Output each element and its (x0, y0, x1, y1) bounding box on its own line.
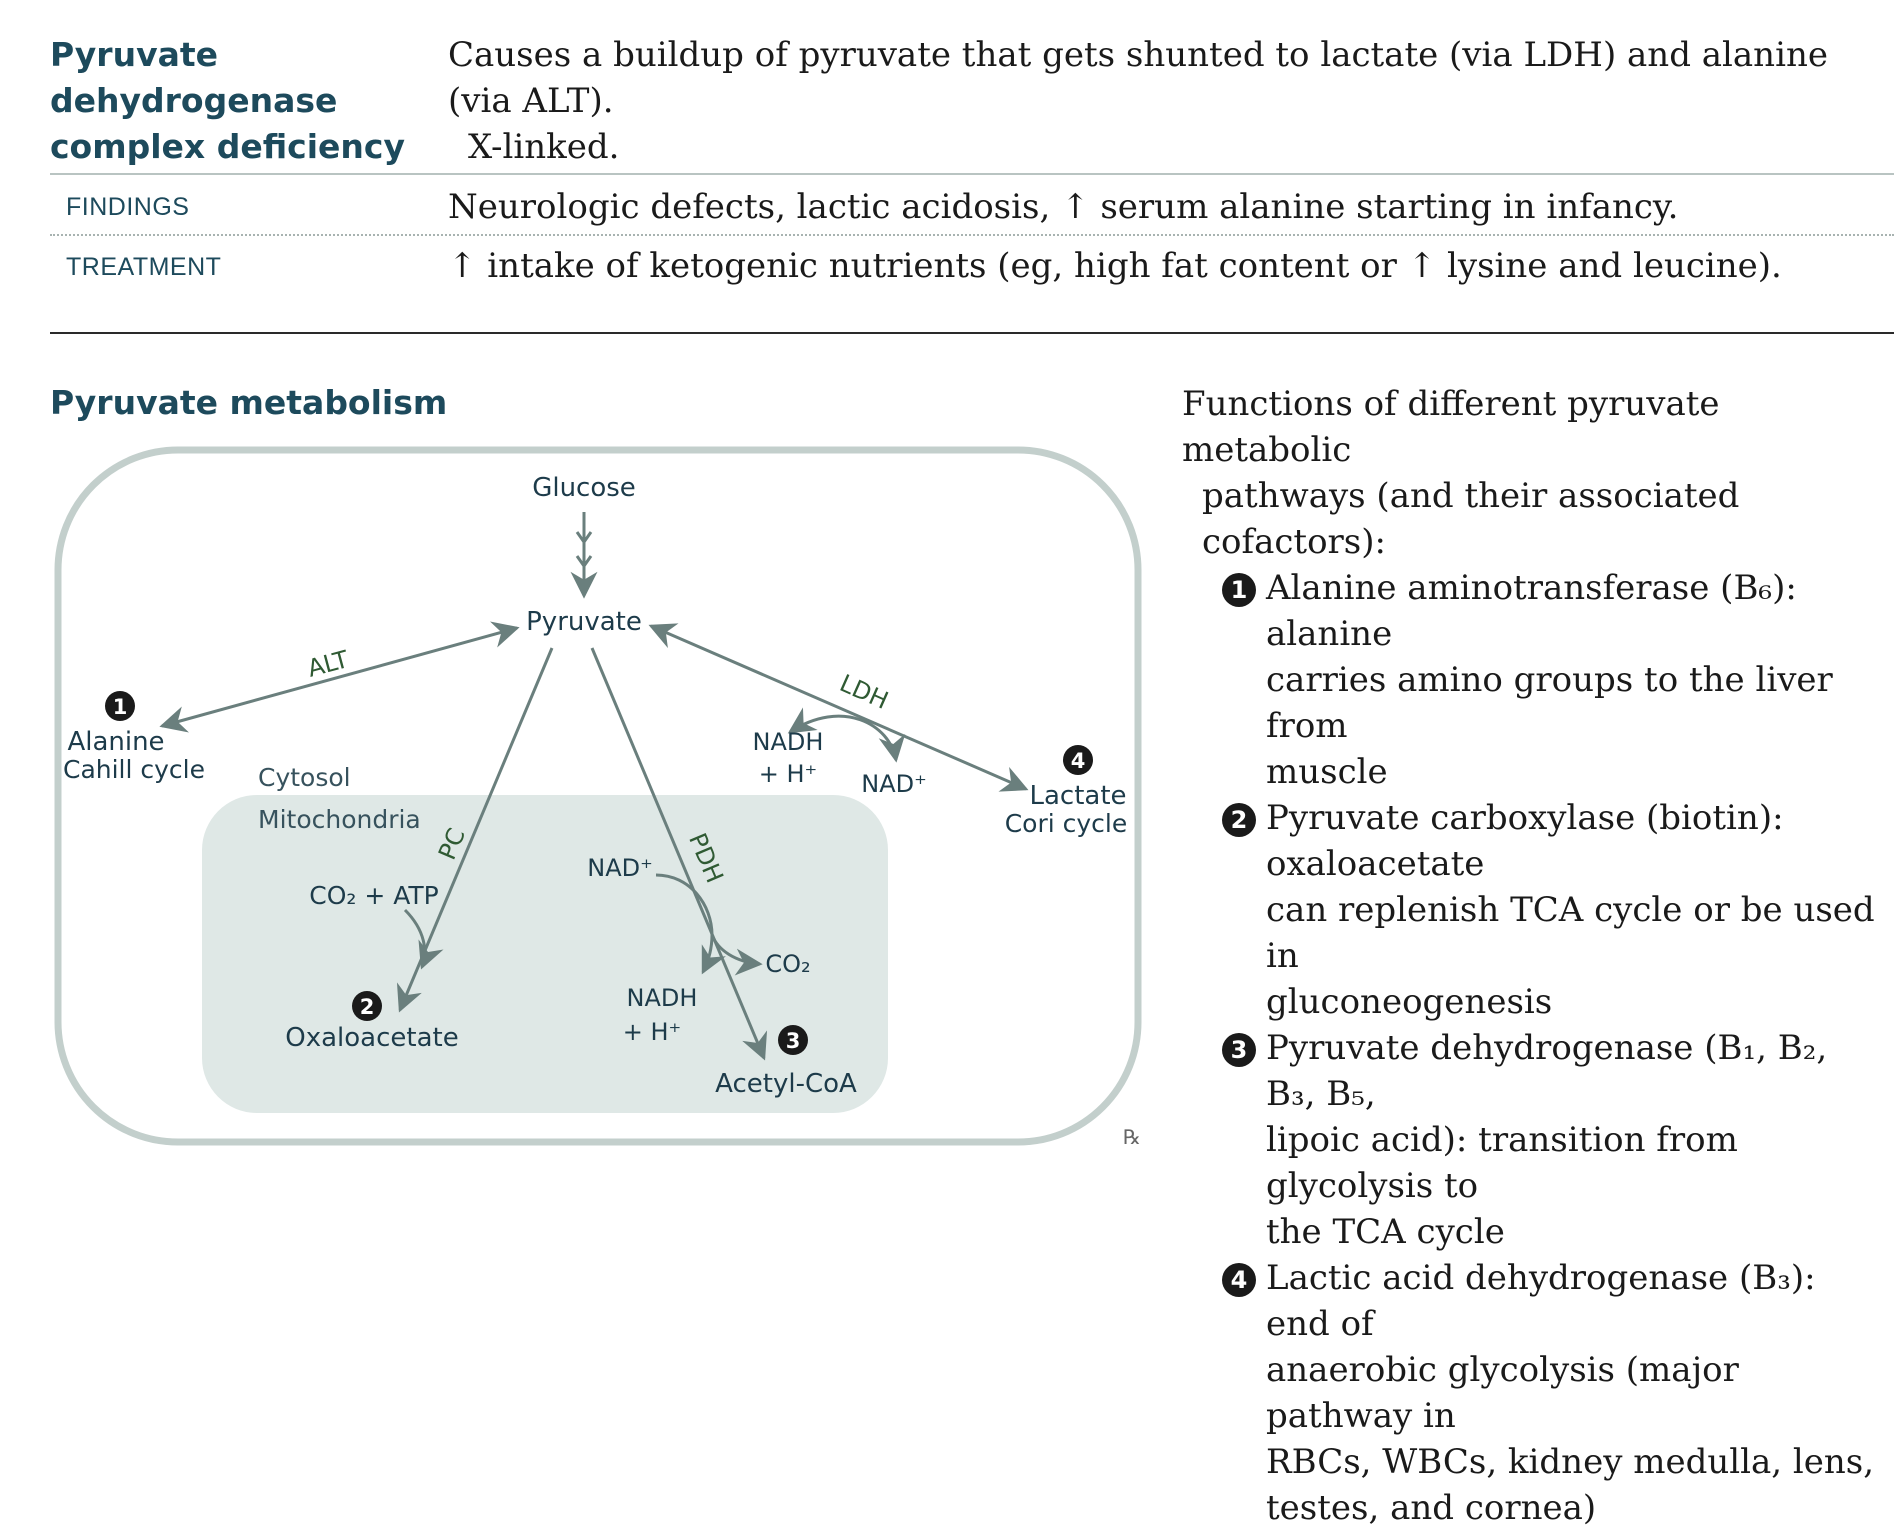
deficiency-title: Pyruvate dehydrogenase complex deficienc… (50, 32, 405, 170)
ldh-h-label: + H⁺ (759, 760, 817, 788)
alt-arrow (159, 621, 520, 733)
rx-symbol: ℞ (1123, 1125, 1141, 1149)
alanine-label: Alanine (67, 727, 164, 757)
acetyl-coa-label: Acetyl-CoA (715, 1069, 857, 1099)
ldh-enzyme-label: LDH (836, 669, 893, 715)
lactate-label: Lactate (1029, 781, 1126, 811)
cytosol-label: Cytosol (258, 763, 351, 792)
description-line-1: Causes a buildup of pyruvate that gets s… (448, 35, 1828, 121)
pdh-nadh-label: NADH (627, 984, 698, 1012)
pdh-arrow (590, 647, 768, 1061)
pdh-co2-curve (710, 934, 763, 976)
step-3-badge: 3 (778, 1025, 808, 1055)
findings-label: FINDINGS (66, 193, 190, 221)
description-line-2: X-linked. (468, 127, 620, 167)
mitochondria-region (202, 795, 888, 1113)
function-3-badge: 3 (1222, 1033, 1256, 1067)
svg-text:1: 1 (113, 695, 128, 719)
pyruvate-label: Pyruvate (526, 607, 642, 637)
function-2-line-2: can replenish TCA cycle or be used in (1266, 890, 1875, 976)
svg-text:3: 3 (786, 1029, 801, 1053)
function-4-line-3: RBCs, WBCs, kidney medulla, lens, (1266, 1442, 1875, 1482)
function-3-line-2: lipoic acid): transition from glycolysis… (1266, 1120, 1738, 1206)
function-4-badge: 4 (1222, 1263, 1256, 1297)
step-2-badge: 2 (352, 991, 382, 1021)
ldh-cofactor-curve (787, 707, 906, 763)
function-1-badge: 1 (1222, 573, 1256, 607)
pdh-nad-label: NAD⁺ (587, 854, 653, 882)
function-item-3: 3 Pyruvate dehydrogenase (B₁, B₂, B₃, B₅… (1182, 1025, 1882, 1255)
functions-intro-1: Functions of different pyruvate metaboli… (1182, 384, 1720, 470)
step-1-badge: 1 (105, 691, 135, 721)
function-item-1: 1 Alanine aminotransferase (B₆): alanine… (1182, 565, 1882, 795)
glucose-arrow-chevrons (575, 531, 593, 569)
svg-text:4: 4 (1071, 749, 1086, 773)
function-4-line-2: anaerobic glycolysis (major pathway in (1266, 1350, 1739, 1436)
function-2-line-3: gluconeogenesis (1266, 982, 1553, 1022)
cahill-label: Cahill cycle (63, 755, 205, 784)
mitochondria-label: Mitochondria (258, 805, 421, 834)
functions-intro-2: pathways (and their associated cofactors… (1202, 476, 1740, 562)
title-line-1: Pyruvate (50, 35, 219, 74)
divider-solid-thin (50, 173, 1894, 175)
glucose-label: Glucose (532, 473, 636, 503)
step-4-badge: 4 (1063, 745, 1093, 775)
pyruvate-metabolism-diagram: Glucose Pyruvate ALT LDH PC PDH 1 2 3 4 … (54, 446, 1142, 1149)
deficiency-description: Causes a buildup of pyruvate that gets s… (448, 32, 1894, 170)
functions-panel: Functions of different pyruvate metaboli… (1182, 381, 1882, 1531)
treatment-text: ↑ intake of ketogenic nutrients (eg, hig… (448, 246, 1782, 286)
oxaloacetate-label: Oxaloacetate (285, 1023, 458, 1053)
treatment-label: TREATMENT (66, 253, 222, 281)
pc-cofactor-curve (403, 908, 444, 970)
findings-text: Neurologic defects, lactic acidosis, ↑ s… (448, 187, 1679, 227)
function-item-2: 2 Pyruvate carboxylase (biotin): oxaloac… (1182, 795, 1882, 1025)
function-1-line-1: Alanine aminotransferase (B₆): alanine (1266, 568, 1797, 654)
co2-atp-label: CO₂ + ATP (309, 881, 439, 910)
function-1-line-3: muscle (1266, 752, 1388, 792)
cori-label: Cori cycle (1005, 809, 1128, 838)
ldh-arrow (648, 623, 1029, 792)
pdh-co2-label: CO₂ (765, 950, 810, 978)
title-line-2: dehydrogenase (50, 81, 338, 120)
function-1-line-2: carries amino groups to the liver from (1266, 660, 1833, 746)
svg-text:2: 2 (360, 995, 375, 1019)
cell-outline (54, 446, 1142, 1146)
title-line-3: complex deficiency (50, 127, 405, 166)
function-2-line-1: Pyruvate carboxylase (biotin): oxaloacet… (1266, 798, 1784, 884)
function-4-line-1: Lactic acid dehydrogenase (B₃): end of (1266, 1258, 1816, 1344)
function-item-4: 4 Lactic acid dehydrogenase (B₃): end of… (1182, 1255, 1882, 1531)
pdh-h-label: + H⁺ (623, 1018, 681, 1046)
section-title: Pyruvate metabolism (50, 383, 448, 422)
function-4-line-4: testes, and cornea) (1266, 1488, 1597, 1528)
ldh-nad-label: NAD⁺ (861, 770, 927, 798)
divider-section (50, 332, 1894, 334)
function-2-badge: 2 (1222, 803, 1256, 837)
divider-dotted (50, 234, 1894, 236)
ldh-nadh-label: NADH (753, 728, 824, 756)
alt-enzyme-label: ALT (304, 645, 351, 683)
function-3-line-3: the TCA cycle (1266, 1212, 1505, 1252)
function-3-line-1: Pyruvate dehydrogenase (B₁, B₂, B₃, B₅, (1266, 1028, 1828, 1114)
pdh-cofactor-curve-in (655, 873, 726, 975)
